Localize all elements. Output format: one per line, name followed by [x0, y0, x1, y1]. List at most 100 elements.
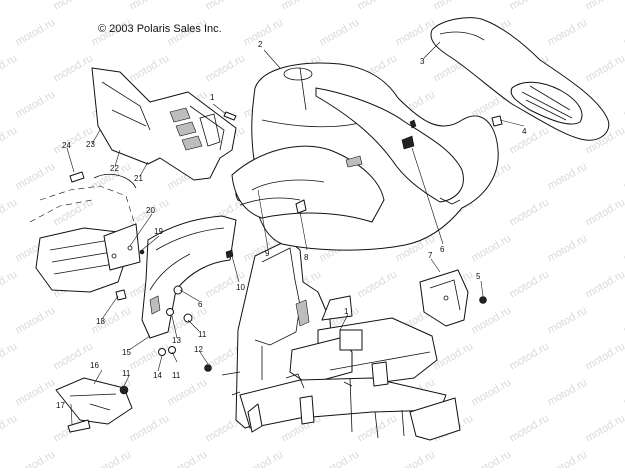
watermark-tile: motod.ru: [470, 232, 514, 264]
watermark-tile: motod.ru: [394, 448, 438, 468]
watermark-tile: motod.ru: [356, 268, 400, 300]
watermark-tile: motod.ru: [584, 412, 625, 444]
watermark-tile: motod.ru: [52, 52, 96, 84]
watermark-tile: motod.ru: [204, 52, 248, 84]
watermark-tile: motod.ru: [128, 340, 172, 372]
callout-14: 14: [153, 371, 162, 380]
watermark-tile: motod.ru: [546, 304, 590, 336]
watermark-tile: motod.ru: [14, 304, 58, 336]
watermark-tile: motod.ru: [584, 268, 625, 300]
watermark-tile: motod.ru: [584, 196, 625, 228]
callout-19: 19: [154, 227, 163, 236]
callout-17: 17: [56, 401, 65, 410]
watermark-tile: motod.ru: [0, 340, 19, 372]
watermark-tile: motod.ru: [0, 124, 19, 156]
watermark-tile: motod.ru: [394, 16, 438, 48]
watermark-tile: motod.ru: [0, 52, 19, 84]
footwell: [30, 174, 140, 292]
watermark-tile: motod.ru: [280, 0, 324, 13]
callout-8: 8: [304, 253, 309, 262]
watermark-tile: motod.ru: [166, 448, 210, 468]
watermark-tile: motod.ru: [0, 0, 19, 13]
watermark-tile: motod.ru: [546, 376, 590, 408]
watermark-tile: motod.ru: [584, 52, 625, 84]
watermark-tile: motod.ru: [128, 412, 172, 444]
watermark-tile: motod.ru: [508, 268, 552, 300]
watermark-tile: motod.ru: [470, 448, 514, 468]
callout-9: 9: [265, 249, 270, 258]
callout-6b: 6: [198, 300, 203, 309]
watermark-tile: motod.ru: [52, 196, 96, 228]
callout-11c: 11: [122, 369, 131, 378]
callout-12: 12: [194, 345, 203, 354]
watermark-tile: motod.ru: [128, 52, 172, 84]
callout-18: 18: [96, 317, 105, 326]
callout-16: 16: [90, 361, 99, 370]
watermark-tile: motod.ru: [166, 376, 210, 408]
watermark-tile: motod.ru: [584, 0, 625, 13]
front-fender: [232, 63, 498, 250]
copyright-text: © 2003 Polaris Sales Inc.: [98, 23, 222, 35]
watermark-tile: motod.ru: [622, 232, 625, 264]
callout-1b: 1: [344, 307, 349, 316]
watermark-tile: motod.ru: [0, 196, 19, 228]
callout-3: 3: [420, 57, 425, 66]
watermark-tile: motod.ru: [432, 0, 476, 13]
frame-assembly: [222, 240, 460, 440]
watermark-tile: motod.ru: [14, 448, 58, 468]
watermark-tile: motod.ru: [242, 448, 286, 468]
watermark-tile: motod.ru: [470, 304, 514, 336]
callout-24: 24: [62, 141, 71, 150]
watermark-tile: motod.ru: [52, 340, 96, 372]
watermark-tile: motod.ru: [584, 340, 625, 372]
callout-15: 15: [122, 348, 131, 357]
callout-23: 23: [86, 140, 95, 149]
callout-6a: 6: [440, 245, 445, 254]
callout-22: 22: [110, 164, 119, 173]
callout-2: 2: [258, 40, 263, 49]
callout-5: 5: [476, 272, 481, 281]
watermark-tile: motod.ru: [508, 412, 552, 444]
watermark-tile: motod.ru: [14, 88, 58, 120]
watermark-tile: motod.ru: [508, 0, 552, 13]
watermark-tile: motod.ru: [508, 340, 552, 372]
callout-13: 13: [172, 336, 181, 345]
callout-1: 1: [210, 93, 215, 102]
front-rack-panel: [431, 18, 609, 141]
watermark-tile: motod.ru: [546, 448, 590, 468]
callout-21: 21: [134, 174, 143, 183]
watermark-tile: motod.ru: [204, 0, 248, 13]
watermark-tile: motod.ru: [622, 160, 625, 192]
watermark-tile: motod.ru: [318, 16, 362, 48]
callout-20: 20: [146, 206, 155, 215]
watermark-tile: motod.ru: [0, 412, 19, 444]
callout-11a: 11: [198, 330, 207, 339]
watermark-tile: motod.ru: [622, 304, 625, 336]
watermark-tile: motod.ru: [14, 376, 58, 408]
watermark-tile: motod.ru: [470, 376, 514, 408]
callout-11b: 11: [172, 371, 181, 380]
watermark-tile: motod.ru: [242, 16, 286, 48]
watermark-tile: motod.ru: [622, 88, 625, 120]
watermark-tile: motod.ru: [14, 160, 58, 192]
watermark-tile: motod.ru: [622, 448, 625, 468]
watermark-tile: motod.ru: [14, 16, 58, 48]
watermark-tile: motod.ru: [622, 16, 625, 48]
watermark-tile: motod.ru: [546, 232, 590, 264]
callout-10: 10: [236, 283, 245, 292]
watermark-tile: motod.ru: [622, 376, 625, 408]
watermark-tile: motod.ru: [52, 0, 96, 13]
watermark-tile: motod.ru: [356, 0, 400, 13]
watermark-tile: motod.ru: [90, 448, 134, 468]
watermark-tile: motod.ru: [318, 448, 362, 468]
callout-7: 7: [428, 251, 433, 260]
watermark-tile: motod.ru: [508, 124, 552, 156]
watermark-tile: motod.ru: [0, 268, 19, 300]
watermark-tile: motod.ru: [432, 340, 476, 372]
watermark-tile: motod.ru: [546, 160, 590, 192]
watermark-tile: motod.ru: [546, 16, 590, 48]
watermark-tile: motod.ru: [128, 0, 172, 13]
watermark-tile: motod.ru: [508, 196, 552, 228]
